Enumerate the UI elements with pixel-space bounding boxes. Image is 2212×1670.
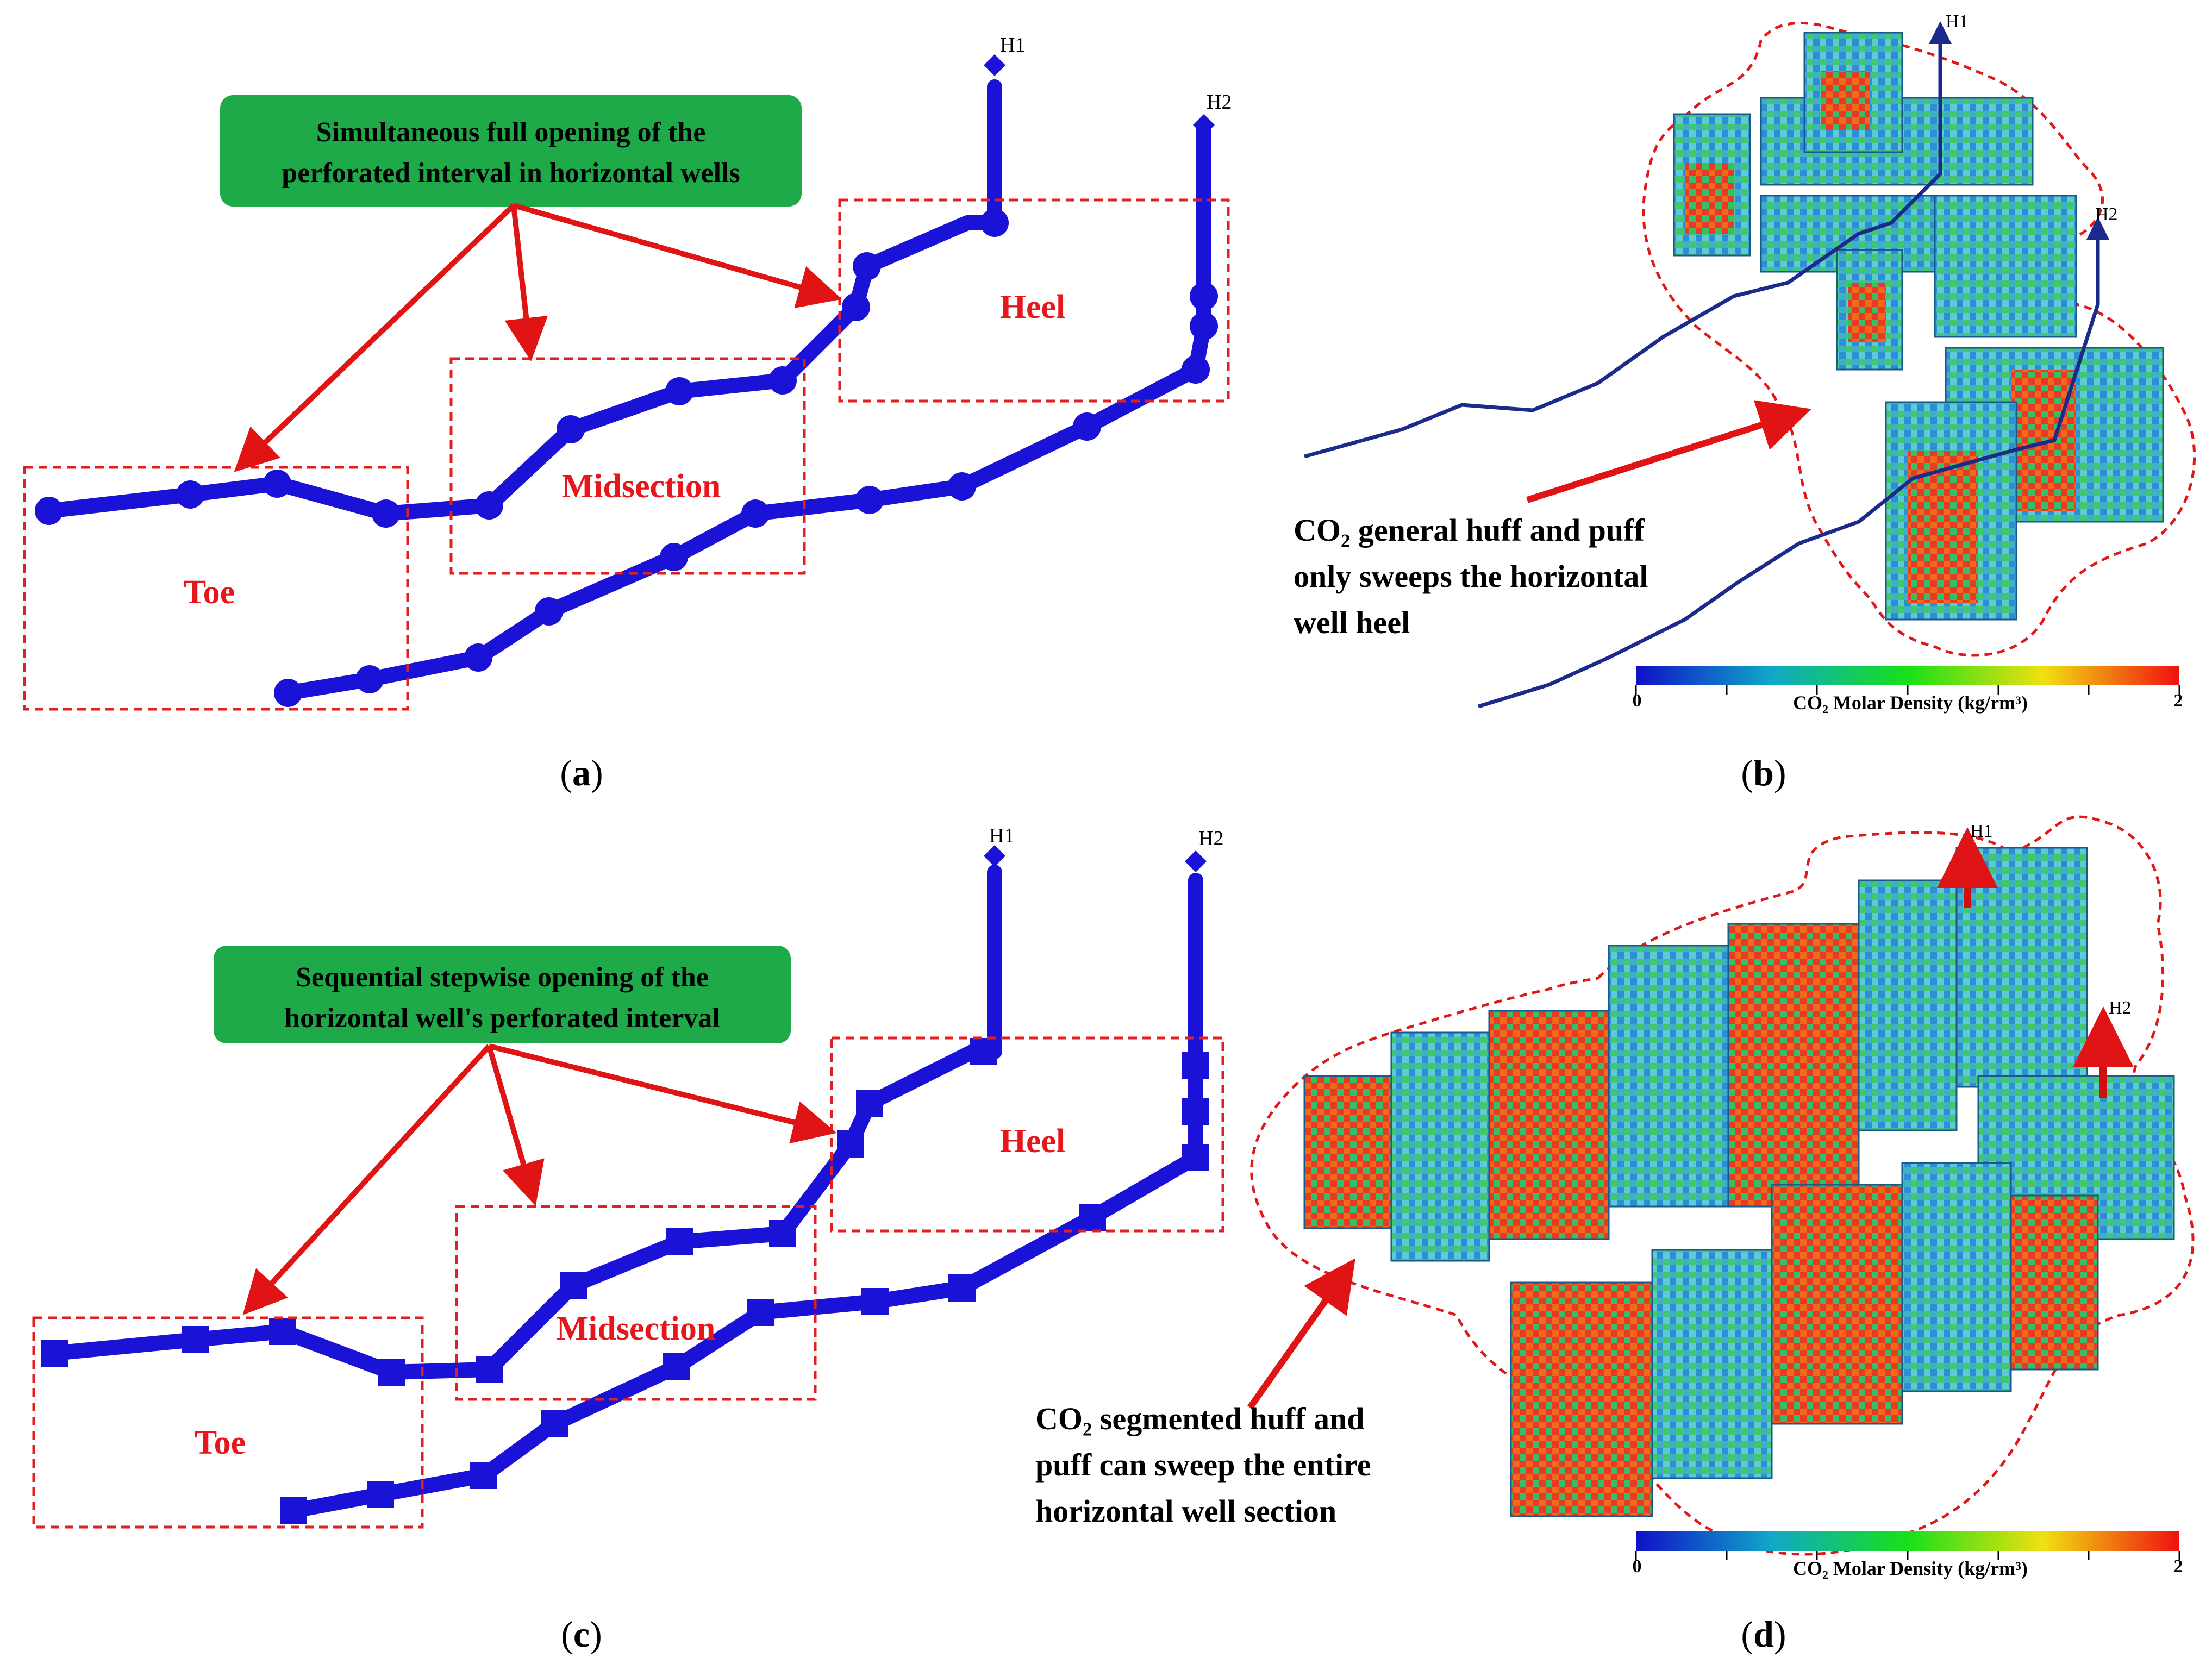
section-boxes xyxy=(32,1036,1224,1529)
heel-label: Heel xyxy=(1000,1123,1066,1160)
colorbar: 0 2 CO₂ Molar Density (kg/rm³) xyxy=(1633,1531,2183,1579)
callout-line-1: Simultaneous full opening of the xyxy=(316,117,706,148)
annotation-line-2: puff can sweep the entire xyxy=(1035,1447,1371,1483)
annotation-line-1: CO₂ segmented huff and xyxy=(1035,1401,1365,1436)
well-nodes xyxy=(41,845,1209,1524)
well-label-h2: H2 xyxy=(1198,827,1223,850)
colorbar-min: 0 xyxy=(1633,691,1642,711)
annotation-arrow xyxy=(1247,1258,1355,1410)
panel-c: H1 H2 Toe Midsection Heel Sequential ste… xyxy=(32,824,1224,1655)
annotation-arrow xyxy=(1526,400,1811,503)
colorbar: 0 2 CO₂ Molar Density (kg/rm³) xyxy=(1633,666,2183,714)
co2-voxel-plume xyxy=(1673,32,2164,621)
colorbar-min: 0 xyxy=(1633,1556,1642,1577)
colorbar-max: 2 xyxy=(2174,1556,2183,1577)
colorbar-label: CO₂ Molar Density (kg/rm³) xyxy=(1793,1558,2028,1579)
colorbar-max: 2 xyxy=(2174,691,2183,711)
callout-line-2: perforated interval in horizontal wells xyxy=(282,158,740,189)
sweep-contour xyxy=(1642,21,2196,657)
panel-letter-a: (a) xyxy=(560,752,603,793)
sim-well-h2 xyxy=(1477,217,2109,709)
callout-line-2: horizontal well's perforated interval xyxy=(284,1003,720,1034)
panel-letter-d: (d) xyxy=(1741,1613,1786,1655)
heel-box xyxy=(830,1036,1224,1233)
colorbar-label: CO₂ Molar Density (kg/rm³) xyxy=(1793,692,2028,714)
midsection-label: Midsection xyxy=(562,468,721,505)
annotation-line-3: horizontal well section xyxy=(1035,1493,1336,1529)
sim-well-label-h2: H2 xyxy=(2109,998,2132,1018)
panel-letter-b: (b) xyxy=(1741,752,1786,793)
co2-voxel-plume xyxy=(1303,847,2175,1517)
sim-well-label-h2: H2 xyxy=(2095,204,2118,224)
colorbar-gradient xyxy=(1636,1531,2179,1551)
midsection-box xyxy=(449,357,806,575)
panel-letter-c: (c) xyxy=(561,1613,602,1655)
sim-well-label-h1: H1 xyxy=(1946,11,1969,32)
sim-well-label-h1: H1 xyxy=(1970,821,1993,841)
toe-label: Toe xyxy=(195,1424,246,1461)
well-label-h1: H1 xyxy=(989,824,1014,847)
panel-d: H1 H2 CO₂ segmented huff and puff can sw… xyxy=(1035,815,2195,1655)
colorbar-gradient xyxy=(1636,666,2179,685)
callout-box xyxy=(214,946,791,1043)
well-label-h2: H2 xyxy=(1207,91,1232,114)
annotation-line-1: CO₂ general huff and puff xyxy=(1294,512,1645,548)
annotation-line-2: only sweeps the horizontal xyxy=(1294,559,1648,594)
heel-label: Heel xyxy=(1000,289,1066,326)
midsection-label: Midsection xyxy=(557,1310,716,1347)
well-label-h1: H1 xyxy=(1000,34,1025,57)
well-nodes xyxy=(35,54,1218,707)
toe-box xyxy=(23,466,409,711)
callout-arrows xyxy=(234,203,842,472)
sim-well-h1 xyxy=(1304,21,1952,459)
panel-b: H1 H2 CO₂ general huff and puff only swe… xyxy=(1294,11,2196,793)
callout-line-1: Sequential stepwise opening of the xyxy=(296,962,709,993)
annotation-line-3: well heel xyxy=(1294,605,1410,640)
sweep-contour xyxy=(1250,815,2195,1556)
well-trajectory-h2 xyxy=(280,120,1211,700)
toe-box xyxy=(32,1316,424,1529)
toe-label: Toe xyxy=(184,574,235,611)
callout-arrows xyxy=(242,1043,837,1315)
section-boxes xyxy=(23,198,1230,711)
midsection-box xyxy=(455,1205,817,1401)
panel-a: H1 H2 Toe Midsection Heel Simultaneous f… xyxy=(23,34,1232,793)
callout-box xyxy=(220,95,802,207)
